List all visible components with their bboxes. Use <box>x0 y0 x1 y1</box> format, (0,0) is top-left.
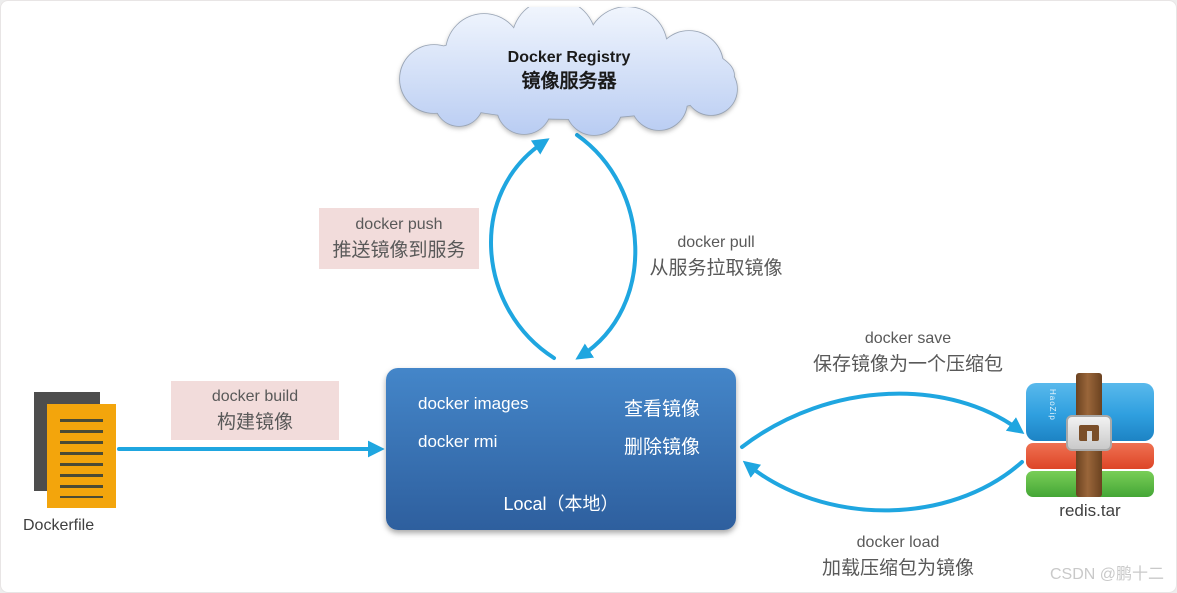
save-label-en: docker save <box>864 330 952 347</box>
build-label-en: docker build <box>211 387 299 405</box>
push-label: docker push 推送镜像到服务 <box>319 208 479 269</box>
load-label-zh: 加载压缩包为镜像 <box>821 557 974 579</box>
local-node-row: docker images 查看镜像 <box>418 394 700 421</box>
dockerfile-icon <box>31 391 123 513</box>
desc-docker-rmi: 删除镜像 <box>623 437 700 458</box>
registry-cloud-node: Docker Registry 镜像服务器 <box>359 1 779 139</box>
load-arrow <box>742 460 1024 513</box>
local-node-title: Local（本地） <box>503 494 619 514</box>
desc-docker-images: 查看镜像 <box>623 399 700 420</box>
archive-buckle-tab <box>1087 431 1092 441</box>
pull-label-en: docker pull <box>677 234 755 251</box>
command-docker-rmi: docker rmi <box>418 432 498 451</box>
dockerfile-front-page <box>47 404 116 508</box>
local-node: docker images 查看镜像 docker rmi 删除镜像 Local… <box>386 368 736 530</box>
save-label-zh: 保存镜像为一个压缩包 <box>812 353 1003 375</box>
command-docker-images: docker images <box>418 394 529 413</box>
pull-label-zh: 从服务拉取镜像 <box>649 257 783 279</box>
pull-label: docker pull 从服务拉取镜像 <box>633 231 799 282</box>
save-arrow <box>740 391 1025 449</box>
archive-spine-text: HaoZip <box>1048 389 1057 421</box>
push-arrow <box>489 138 556 360</box>
registry-title-zh: 镜像服务器 <box>521 71 617 93</box>
local-node-row: docker rmi 删除镜像 <box>418 432 700 459</box>
archive-label: redis.tar <box>1059 501 1121 520</box>
load-label-en: docker load <box>856 534 940 551</box>
registry-cloud-title: Docker Registry 镜像服务器 <box>359 47 779 96</box>
build-label: docker build 构建镜像 <box>171 381 339 440</box>
push-label-en: docker push <box>355 215 443 233</box>
load-label: docker load 加载压缩包为镜像 <box>789 531 1007 582</box>
archive-buckle <box>1066 415 1112 451</box>
watermark: CSDN @鹏十二 <box>1049 566 1164 583</box>
build-label-zh: 构建镜像 <box>216 411 293 433</box>
pull-arrow <box>575 133 638 360</box>
dockerfile-label: Dockerfile <box>23 517 95 534</box>
cloud-icon <box>399 1 738 136</box>
push-label-zh: 推送镜像到服务 <box>332 239 466 261</box>
save-label: docker save 保存镜像为一个压缩包 <box>794 327 1022 378</box>
registry-title-en: Docker Registry <box>507 49 631 66</box>
archive-icon: HaoZip <box>1026 373 1154 499</box>
dockerfile-text-lines <box>60 419 103 498</box>
